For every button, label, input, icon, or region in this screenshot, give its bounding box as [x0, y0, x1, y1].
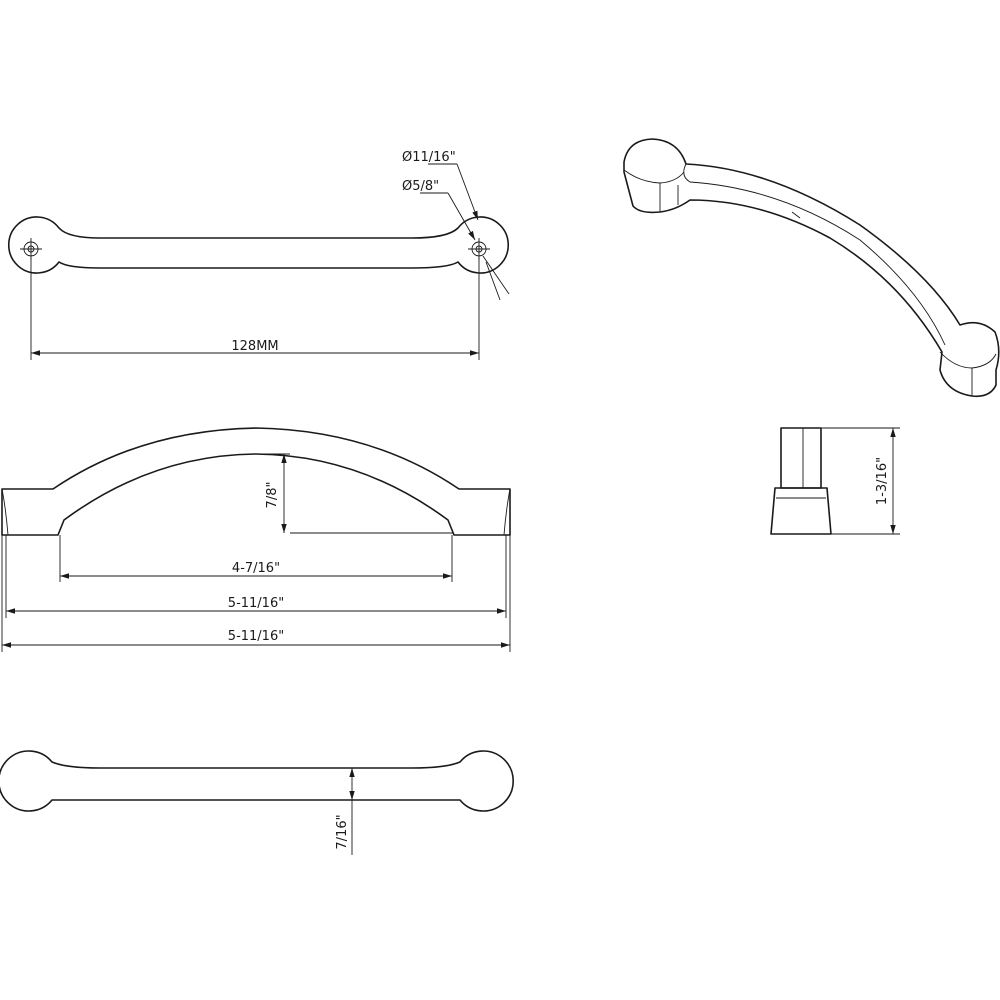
overall-length-1-label: 5-11/16"	[228, 596, 284, 611]
side-view-post	[780, 427, 822, 489]
hole-diameter-label: Ø5/8"	[402, 179, 439, 194]
hole-diameter-leader	[447, 192, 476, 241]
front-view-outline	[1, 427, 511, 536]
head-diameter-label: Ø11/16"	[402, 150, 456, 165]
arch-height-label: 7/8"	[265, 482, 280, 509]
isometric-view	[623, 138, 1000, 398]
projection-label: 1-3/16"	[875, 457, 890, 505]
front-view: 7/8" 4-7/16" 5-11/16" 5-11/16"	[1, 427, 511, 652]
side-view: 1-3/16"	[770, 427, 900, 535]
top-view: 128MM Ø11/16" Ø5/8"	[7, 150, 510, 360]
bottom-view-outline	[0, 750, 514, 812]
inner-span-label: 4-7/16"	[232, 561, 280, 576]
head-diameter-leader	[456, 163, 479, 221]
width-label: 7/16"	[335, 814, 350, 849]
overall-length-2-label: 5-11/16"	[228, 629, 284, 644]
top-view-outline	[7, 216, 510, 274]
side-view-base	[770, 487, 832, 535]
isometric-outline	[623, 138, 1000, 398]
hole-spacing-label: 128MM	[231, 339, 278, 354]
bottom-view: 7/16"	[0, 750, 514, 855]
